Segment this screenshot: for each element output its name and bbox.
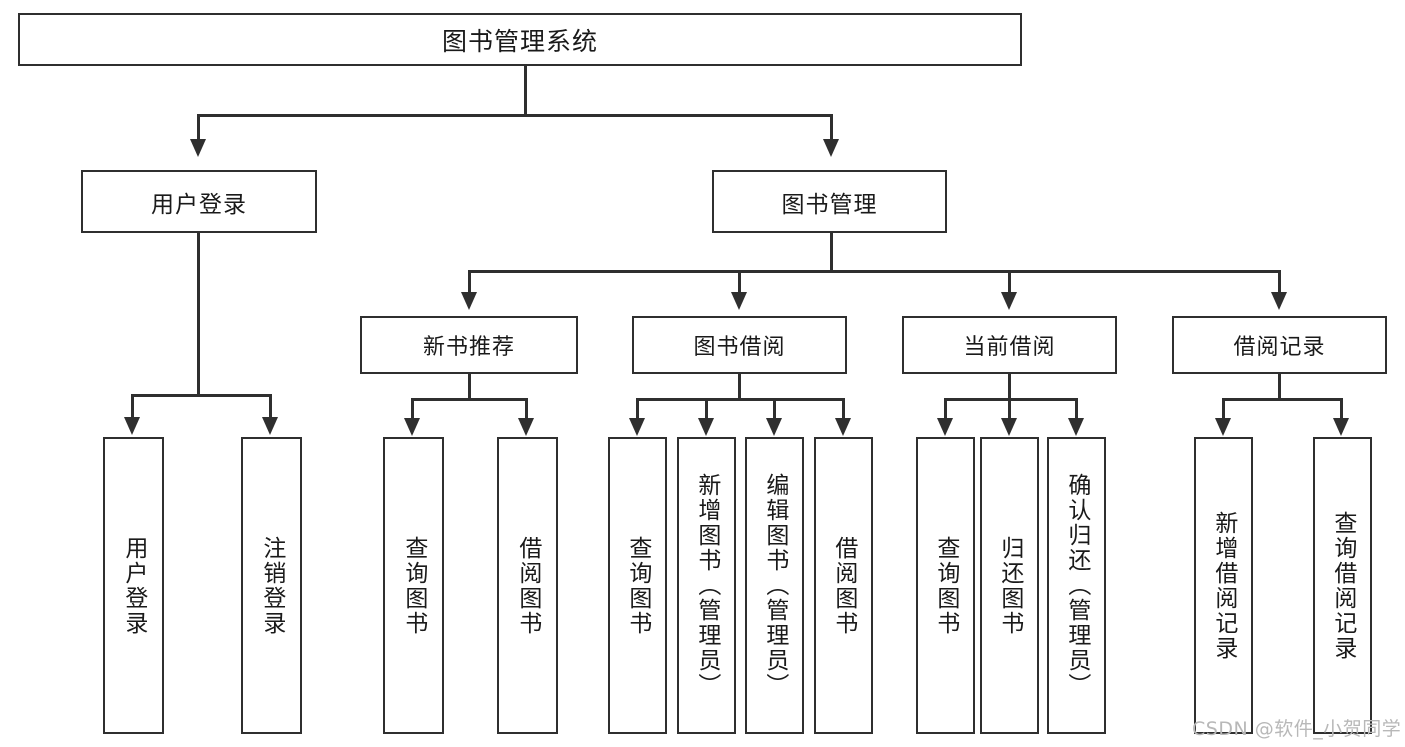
connector-level3-bus bbox=[468, 270, 1278, 273]
leaf-book-borrow-borrow-book[interactable]: 借阅图书 bbox=[814, 437, 873, 734]
watermark-text: CSDN @软件_小贺同学 bbox=[1192, 718, 1402, 740]
arrowhead-user-login-1 bbox=[124, 417, 140, 435]
node-borrow-record[interactable]: 借阅记录 bbox=[1172, 316, 1387, 374]
connector-current-borrow-leg-1 bbox=[944, 398, 947, 420]
connector-book-borrow-leg-3 bbox=[773, 398, 776, 420]
arrowhead-borrow-record-1 bbox=[1215, 418, 1231, 436]
node-label: 借阅记录 bbox=[1233, 335, 1326, 360]
connector-book-borrow-leg-2 bbox=[705, 398, 708, 420]
leaf-label: 借阅图书 bbox=[830, 535, 857, 636]
connector-book-borrow-bus bbox=[636, 398, 844, 401]
node-label: 图书管理系统 bbox=[441, 26, 598, 56]
leaf-label: 查询图书 bbox=[624, 535, 651, 636]
connector-borrow-record-leg-2 bbox=[1340, 398, 1343, 420]
leaf-label: 新增借阅记录 bbox=[1210, 510, 1237, 661]
leaf-current-borrow-query-book[interactable]: 查询图书 bbox=[916, 437, 975, 734]
node-new-book-recommend[interactable]: 新书推荐 bbox=[360, 316, 578, 374]
node-book-borrow[interactable]: 图书借阅 bbox=[632, 316, 847, 374]
leaf-user-login-login[interactable]: 用户登录 bbox=[103, 437, 164, 734]
connector-book-borrow-leg-4 bbox=[842, 398, 845, 420]
leaf-new-book-query-book[interactable]: 查询图书 bbox=[383, 437, 444, 734]
connector-book-borrow-leg-1 bbox=[636, 398, 639, 420]
node-label: 当前借阅 bbox=[963, 335, 1056, 360]
node-label: 用户登录 bbox=[151, 191, 247, 218]
arrowhead-level2-left bbox=[190, 139, 206, 157]
arrowhead-book-borrow-3 bbox=[766, 418, 782, 436]
arrowhead-book-borrow-4 bbox=[835, 418, 851, 436]
node-current-borrow[interactable]: 当前借阅 bbox=[902, 316, 1117, 374]
node-label: 新书推荐 bbox=[422, 335, 515, 360]
leaf-book-borrow-add-book[interactable]: 新增图书（管理员） bbox=[677, 437, 736, 734]
leaf-label: 新增图书（管理员） bbox=[693, 473, 720, 698]
arrowhead-current-borrow-2 bbox=[1001, 418, 1017, 436]
leaf-new-book-borrow-book[interactable]: 借阅图书 bbox=[497, 437, 558, 734]
connector-current-borrow-leg-2 bbox=[1008, 398, 1011, 420]
connector-book-borrow-stem bbox=[738, 374, 741, 400]
arrowhead-level2-right bbox=[823, 139, 839, 157]
leaf-borrow-record-add-record[interactable]: 新增借阅记录 bbox=[1194, 437, 1253, 734]
node-book-management[interactable]: 图书管理 bbox=[712, 170, 947, 233]
node-label: 图书借阅 bbox=[693, 335, 786, 360]
node-label: 图书管理 bbox=[781, 191, 878, 218]
connector-user-login-bus bbox=[131, 394, 271, 397]
connector-new-book-leg-2 bbox=[525, 398, 528, 420]
arrowhead-new-book-1 bbox=[404, 418, 420, 436]
leaf-current-borrow-confirm-return[interactable]: 确认归还（管理员） bbox=[1047, 437, 1106, 734]
leaf-book-borrow-query-book[interactable]: 查询图书 bbox=[608, 437, 667, 734]
arrowhead-book-borrow-2 bbox=[698, 418, 714, 436]
connector-new-book-leg-1 bbox=[411, 398, 414, 420]
connector-level3-leg-4 bbox=[1278, 270, 1281, 294]
connector-root-stem bbox=[524, 66, 527, 115]
connector-new-book-stem bbox=[468, 374, 471, 400]
connector-user-login-leg-2 bbox=[269, 394, 272, 419]
arrowhead-book-borrow-1 bbox=[629, 418, 645, 436]
arrowhead-user-login-2 bbox=[262, 417, 278, 435]
arrowhead-level3-4 bbox=[1271, 292, 1287, 310]
node-root-book-management-system[interactable]: 图书管理系统 bbox=[18, 13, 1022, 66]
leaf-book-borrow-edit-book[interactable]: 编辑图书（管理员） bbox=[745, 437, 804, 734]
connector-user-login-stem bbox=[197, 233, 200, 396]
leaf-user-login-logout[interactable]: 注销登录 bbox=[241, 437, 302, 734]
leaf-label: 注销登录 bbox=[258, 535, 285, 636]
leaf-label: 归还图书 bbox=[996, 535, 1023, 636]
leaf-current-borrow-return-book[interactable]: 归还图书 bbox=[980, 437, 1039, 734]
connector-level3-leg-3 bbox=[1008, 270, 1011, 294]
connector-current-borrow-leg-3 bbox=[1075, 398, 1078, 420]
arrowhead-new-book-2 bbox=[518, 418, 534, 436]
node-user-login[interactable]: 用户登录 bbox=[81, 170, 317, 233]
connector-current-borrow-stem bbox=[1008, 374, 1011, 400]
arrowhead-level3-1 bbox=[461, 292, 477, 310]
connector-level2-bus bbox=[197, 114, 833, 117]
connector-borrow-record-bus bbox=[1222, 398, 1342, 401]
connector-user-login-leg-1 bbox=[131, 394, 134, 419]
arrowhead-level3-2 bbox=[731, 292, 747, 310]
arrowhead-borrow-record-2 bbox=[1333, 418, 1349, 436]
arrowhead-current-borrow-1 bbox=[937, 418, 953, 436]
connector-new-book-bus bbox=[411, 398, 527, 401]
connector-borrow-record-stem bbox=[1278, 374, 1281, 400]
leaf-borrow-record-query-record[interactable]: 查询借阅记录 bbox=[1313, 437, 1372, 734]
connector-level3-leg-1 bbox=[468, 270, 471, 294]
arrowhead-current-borrow-3 bbox=[1068, 418, 1084, 436]
connector-borrow-record-leg-1 bbox=[1222, 398, 1225, 420]
connector-level2-leg-right bbox=[830, 114, 833, 141]
connector-level2-leg-left bbox=[197, 114, 200, 141]
leaf-label: 用户登录 bbox=[120, 535, 147, 636]
connector-book-management-stem bbox=[830, 233, 833, 272]
leaf-label: 查询图书 bbox=[400, 535, 427, 636]
leaf-label: 编辑图书（管理员） bbox=[761, 473, 788, 698]
connector-level3-leg-2 bbox=[738, 270, 741, 294]
leaf-label: 确认归还（管理员） bbox=[1063, 473, 1090, 698]
leaf-label: 查询图书 bbox=[932, 535, 959, 636]
arrowhead-level3-3 bbox=[1001, 292, 1017, 310]
leaf-label: 查询借阅记录 bbox=[1329, 510, 1356, 661]
leaf-label: 借阅图书 bbox=[514, 535, 541, 636]
